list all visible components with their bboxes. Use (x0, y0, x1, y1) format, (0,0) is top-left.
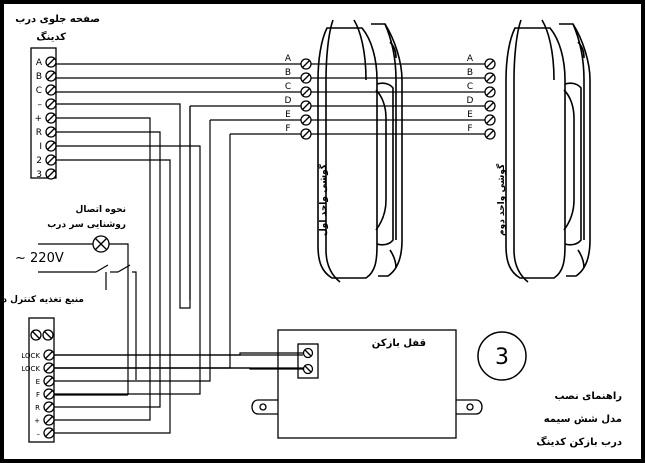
handset-1-terminal-label: C (285, 82, 291, 92)
power-supply-label: منبع تغذیه کنترل دار (0, 295, 84, 305)
front-panel-terminal-label: B (36, 72, 42, 82)
front-panel-screw (45, 126, 57, 138)
power-supply-terminal-label: E (36, 378, 40, 386)
lock-wire (54, 352, 303, 356)
figure-number: 3 (495, 345, 509, 370)
handset-1-terminal-label: B (285, 68, 291, 78)
wire (54, 134, 231, 369)
front-panel-screw (45, 140, 57, 152)
handset-1-screw (300, 58, 312, 70)
handset-2-screw (484, 58, 496, 70)
wire (54, 159, 171, 434)
figure-number-circle (477, 331, 527, 381)
front-panel-subtitle: کدینگ (36, 31, 66, 43)
power-supply-screw (43, 375, 55, 387)
handset-1-terminal-label: A (285, 54, 292, 64)
handset-1-screw (300, 128, 312, 140)
mains-label: ~ 220V (15, 251, 64, 266)
front-panel-screw (45, 154, 57, 166)
power-input-terminals (30, 329, 54, 341)
handset-1-screw (300, 114, 312, 126)
front-panel-terminal-label: I (39, 142, 42, 152)
front-panel-terminals: ABC – + RI 2 3 (34, 56, 57, 180)
power-supply-screw (43, 414, 55, 426)
power-supply-terminal-label: – (37, 430, 41, 438)
lock-wire (54, 367, 303, 370)
lock-unit (251, 329, 483, 439)
wire (54, 145, 201, 395)
front-panel-terminal-label: A (36, 58, 43, 68)
power-supply-screw (43, 349, 55, 361)
power-supply-terminal-label: + (34, 417, 40, 425)
handset-2-label: گوشی واحد دوم (495, 163, 507, 236)
front-panel-screw (45, 168, 57, 180)
power-supply-screw (43, 388, 55, 400)
handset-2-terminal-label: D (467, 96, 474, 106)
handset-1-screw (300, 86, 312, 98)
handset-2-terminal-label: E (467, 110, 473, 120)
front-panel-title: صفحه جلوی درب (15, 14, 100, 25)
lamp-label-line1: نحوه اتصال (76, 205, 126, 215)
front-panel-terminal-label: R (36, 128, 42, 138)
handset-2 (505, 19, 591, 283)
handset-1-terminal-label: E (285, 110, 291, 120)
handset-1 (317, 19, 403, 283)
power-supply-terminal-label: R (35, 404, 40, 412)
power-supply-terminal-label: LOCK (21, 352, 40, 360)
caption-line2: مدل شش سیمه (544, 414, 622, 425)
front-panel-terminal-label: + (34, 114, 42, 124)
handset-2-terminal-label: F (467, 124, 472, 134)
lamp-label-line2: روشنایی سر درب (47, 220, 126, 230)
bus-wires (56, 63, 485, 135)
handset-2-screw (484, 114, 496, 126)
lamp-icon (92, 235, 110, 253)
power-supply-terminal-label: LOCK (21, 365, 40, 373)
handset-1-screw (300, 100, 312, 112)
handset-2-screw (484, 72, 496, 84)
front-panel-screw (45, 84, 57, 96)
interconnect-wires (54, 103, 304, 434)
handset-1-terminal-label: F (285, 124, 290, 134)
handset-2-terminal-label: A (467, 54, 474, 64)
lock-label: قفل بازکن (372, 338, 426, 349)
handset-2-terminal-label: B (467, 68, 473, 78)
power-supply-terminal-label: F (36, 391, 40, 399)
handset-2-screw (484, 128, 496, 140)
front-panel-screw (45, 98, 57, 110)
wire (54, 131, 161, 408)
mains-wiring (38, 243, 137, 395)
power-supply-screw (43, 401, 55, 413)
handset-1-terminal-label: D (285, 96, 292, 106)
front-panel-terminal-label: 2 (36, 156, 42, 166)
handset-1-label: گوشی واحد اول (317, 163, 329, 236)
handset-2-terminal-label: C (467, 82, 473, 92)
wire (54, 120, 211, 382)
front-panel-terminal-label: – (38, 100, 43, 110)
front-panel-terminal-label: 3 (36, 170, 42, 180)
front-panel-screw (45, 56, 57, 68)
front-panel-screw (45, 112, 57, 124)
wire (54, 117, 151, 421)
caption-line3: درب بازکن کدینگ (536, 436, 622, 448)
front-panel-screw (45, 70, 57, 82)
front-panel-block (30, 47, 57, 179)
handset-1-screw (300, 72, 312, 84)
power-supply-screw (43, 362, 55, 374)
power-supply-terminals: LOCK LOCK EFR + – (21, 349, 55, 439)
front-panel-terminal-label: C (36, 86, 42, 96)
power-supply-screw (43, 427, 55, 439)
handset-2-screw (484, 100, 496, 112)
handset-2-screw (484, 86, 496, 98)
caption-line1: راهنمای نصب (555, 391, 623, 402)
